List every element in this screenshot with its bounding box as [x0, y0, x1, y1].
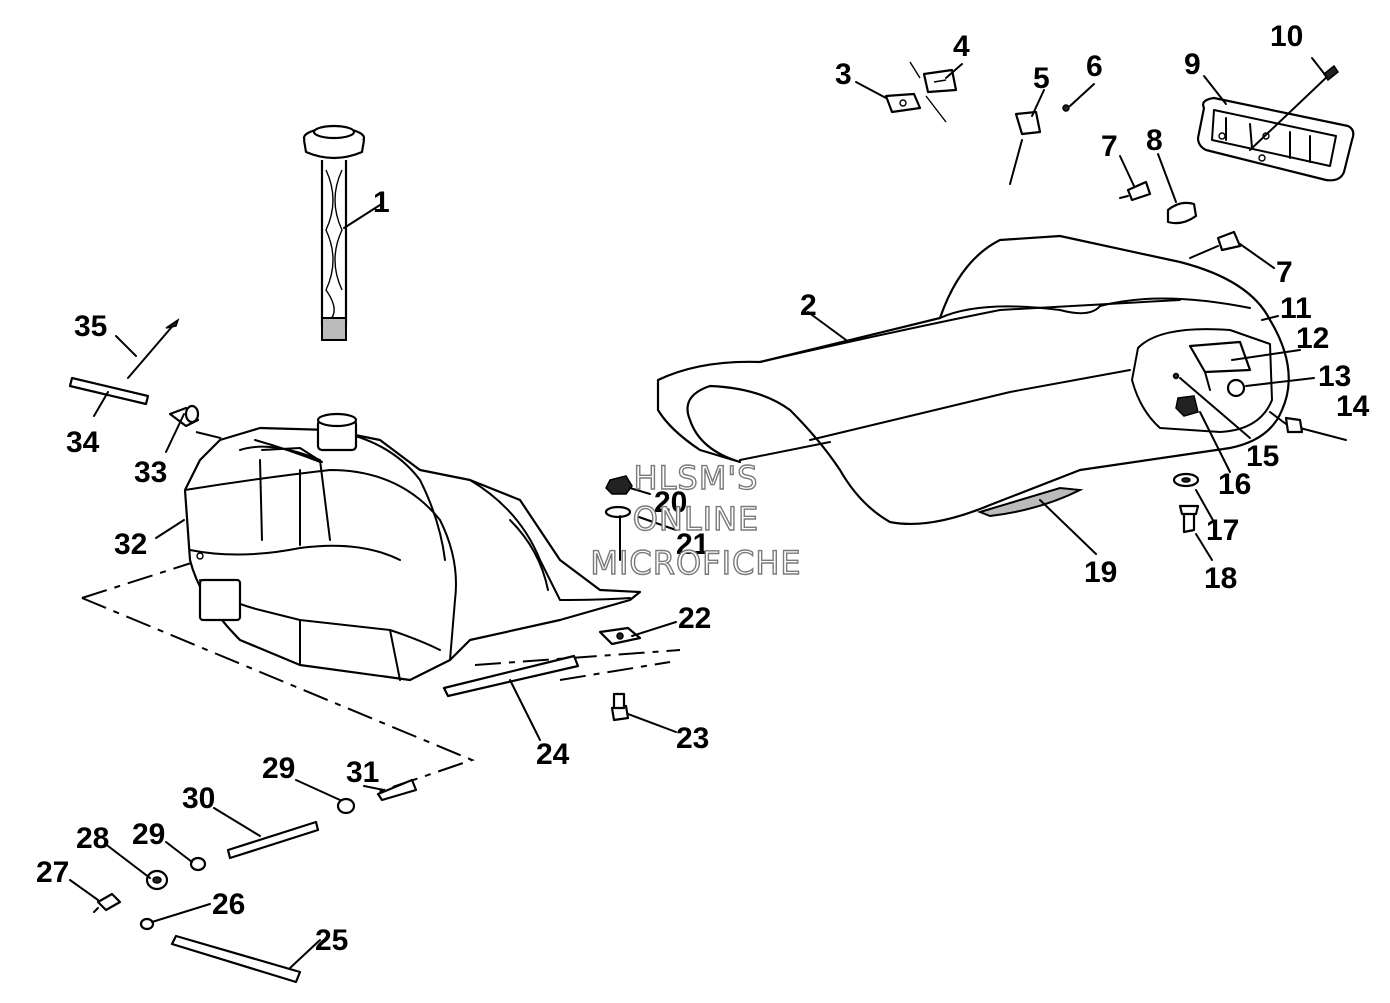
callout-13: 13 [1318, 360, 1351, 393]
callout-19: 19 [1084, 556, 1117, 589]
fuel-sender-tube [302, 124, 366, 341]
stud-bolt [1269, 411, 1347, 441]
watermark: HLSM'S ONLINE MICROFICHE [590, 458, 802, 582]
callout-33: 33 [134, 456, 167, 489]
callout-7a: 7 [1101, 130, 1118, 163]
callout-20: 20 [654, 486, 687, 519]
callout-5: 5 [1033, 62, 1050, 95]
callout-34: 34 [66, 426, 100, 459]
watermark-line-1: HLSM'S [634, 459, 759, 497]
callout-29a: 29 [132, 818, 165, 851]
callout-6: 6 [1086, 50, 1103, 83]
callout-3: 3 [835, 58, 852, 91]
watermark-line-3: MICROFICHE [590, 544, 801, 582]
seat [656, 234, 1290, 526]
watermark-line-2: ONLINE [633, 500, 760, 538]
tail-light-housing [1196, 64, 1355, 182]
callout-22: 22 [678, 602, 711, 635]
callout-7b: 7 [1276, 256, 1293, 289]
leader-lines [69, 57, 1327, 969]
washer-and-bolt [1172, 472, 1200, 534]
small-hardware [93, 778, 418, 984]
callout-10: 10 [1270, 20, 1303, 53]
callout-24: 24 [536, 738, 570, 771]
callout-21: 21 [676, 528, 709, 561]
callout-32: 32 [114, 528, 147, 561]
callout-16: 16 [1218, 468, 1251, 501]
callout-18: 18 [1204, 562, 1237, 595]
fuel-tank [183, 412, 642, 682]
callout-8: 8 [1146, 124, 1163, 157]
callout-4: 4 [953, 30, 970, 63]
callout-29b: 29 [262, 752, 295, 785]
callout-14: 14 [1336, 390, 1370, 423]
callout-15: 15 [1246, 440, 1279, 473]
rod-and-wire [68, 318, 180, 406]
callouts: 1 2 3 4 5 6 7 8 9 10 11 12 13 14 15 16 1… [36, 20, 1370, 957]
strap-24 [442, 654, 580, 698]
callout-35: 35 [74, 310, 107, 343]
callout-28: 28 [76, 822, 109, 855]
callout-26: 26 [212, 888, 245, 921]
callout-11: 11 [1280, 292, 1312, 325]
callout-1: 1 [373, 186, 390, 219]
bolt-23 [610, 692, 630, 722]
tank-mount-hardware [598, 475, 642, 646]
callout-30: 30 [182, 782, 215, 815]
callout-23: 23 [676, 722, 709, 755]
callout-27: 27 [36, 856, 69, 889]
lamp-bulbs [1119, 180, 1242, 259]
callout-25: 25 [315, 924, 348, 957]
callout-2: 2 [800, 289, 817, 322]
callout-17: 17 [1206, 514, 1239, 547]
callout-9: 9 [1184, 48, 1201, 81]
callout-12: 12 [1296, 322, 1329, 355]
callout-31: 31 [346, 756, 379, 789]
